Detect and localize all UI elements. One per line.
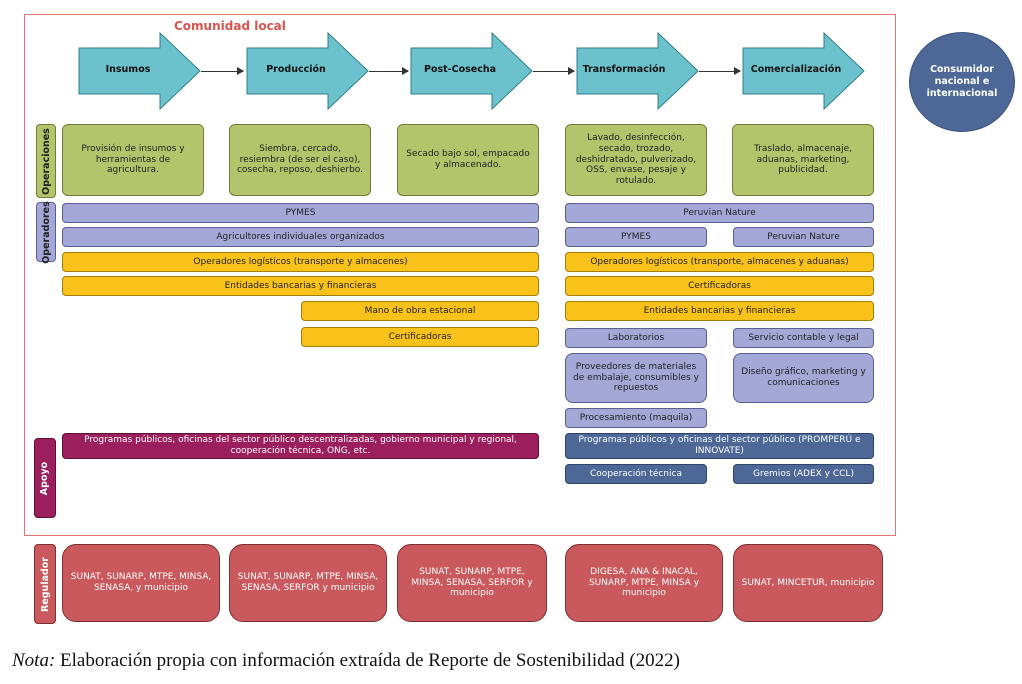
- section-label-operaciones: Operaciones: [36, 124, 56, 198]
- stage-label: Transformación: [582, 64, 666, 75]
- connector-arrow: [201, 67, 244, 75]
- regulator-box: SUNAT, SUNARP, MTPE, MINSA, SENASA, SERF…: [229, 544, 387, 622]
- regulator-box: SUNAT, SUNARP, MTPE, MINSA, SENASA, y mu…: [62, 544, 220, 622]
- stage-arrow-produccion: [246, 32, 369, 110]
- support-programas: Programas públicos y oficinas del sector…: [565, 433, 874, 459]
- operator-contable: Servicio contable y legal: [733, 328, 874, 348]
- connector-arrow: [533, 67, 575, 75]
- operation-box: Lavado, desinfección, secado, trozado, d…: [565, 124, 707, 196]
- operator-mano-obra: Mano de obra estacional: [301, 301, 539, 321]
- connector-arrow: [699, 67, 741, 75]
- consumer-circle: Consumidor nacional e internacional: [909, 32, 1015, 132]
- stage-label: Comercialización: [750, 64, 842, 75]
- operator-bancarias-right: Entidades bancarias y financieras: [565, 301, 874, 321]
- regulator-box: SUNAT, MINCETUR, municipio: [733, 544, 883, 622]
- stage-label: Post-Cosecha: [423, 64, 497, 75]
- support-gremios: Gremios (ADEX y CCL): [733, 464, 874, 484]
- operator-logisticos-right: Operadores logísticos (transporte, almac…: [565, 252, 874, 272]
- note-text: Elaboración propia con información extra…: [55, 650, 680, 671]
- stage-arrow-comercializacion: [742, 32, 865, 110]
- operator-pymes-right: PYMES: [565, 227, 707, 247]
- operator-diseno: Diseño gráfico, marketing y comunicacion…: [733, 353, 874, 403]
- operator-bancarias: Entidades bancarias y financieras: [62, 276, 539, 296]
- regulator-box: SUNAT, SUNARP, MTPE, MINSA, SENASA, SERF…: [397, 544, 547, 622]
- figure-note: Nota: Elaboración propia con información…: [12, 650, 680, 672]
- operator-pymes: PYMES: [62, 203, 539, 223]
- operator-certificadoras-right: Certificadoras: [565, 276, 874, 296]
- regulator-box: DIGESA, ANA & INACAL, SUNARP, MTPE, MINS…: [565, 544, 723, 622]
- support-left: Programas públicos, oficinas del sector …: [62, 433, 539, 459]
- section-label-operadores: Operadores: [36, 201, 56, 263]
- operator-peruvian-nature-wide: Peruvian Nature: [565, 203, 874, 223]
- connector-arrow: [369, 67, 409, 75]
- operator-logisticos: Operadores logísticos (transporte y alma…: [62, 252, 539, 272]
- section-label-apoyo: Apoyo: [34, 438, 56, 518]
- operation-box: Secado bajo sol, empacado y almacenado.: [397, 124, 539, 196]
- stage-arrow-transformacion: [576, 32, 699, 110]
- local-community-frame: [24, 14, 896, 536]
- operator-proveedores: Proveedores de materiales de embalaje, c…: [565, 353, 707, 403]
- section-label-regulador: Regulador: [34, 544, 56, 624]
- stage-arrow-insumos: [78, 32, 201, 110]
- frame-label: Comunidad local: [174, 19, 286, 33]
- operator-peruvian-nature: Peruvian Nature: [733, 227, 874, 247]
- note-label: Nota:: [12, 650, 56, 671]
- stage-arrow-post-cosecha: [410, 32, 533, 110]
- operation-box: Siembra, cercado, resiembra (de ser el c…: [229, 124, 371, 196]
- operator-procesamiento: Procesamiento (maquila): [565, 408, 707, 428]
- stage-label: Insumos: [105, 64, 151, 75]
- stage-label: Producción: [266, 64, 326, 75]
- operator-agricultores: Agricultores individuales organizados: [62, 227, 539, 247]
- operation-box: Traslado, almacenaje, aduanas, marketing…: [732, 124, 874, 196]
- support-cooperacion: Cooperación técnica: [565, 464, 707, 484]
- operation-box: Provisión de insumos y herramientas de a…: [62, 124, 204, 196]
- operator-certificadoras: Certificadoras: [301, 327, 539, 347]
- operator-laboratorios: Laboratorios: [565, 328, 707, 348]
